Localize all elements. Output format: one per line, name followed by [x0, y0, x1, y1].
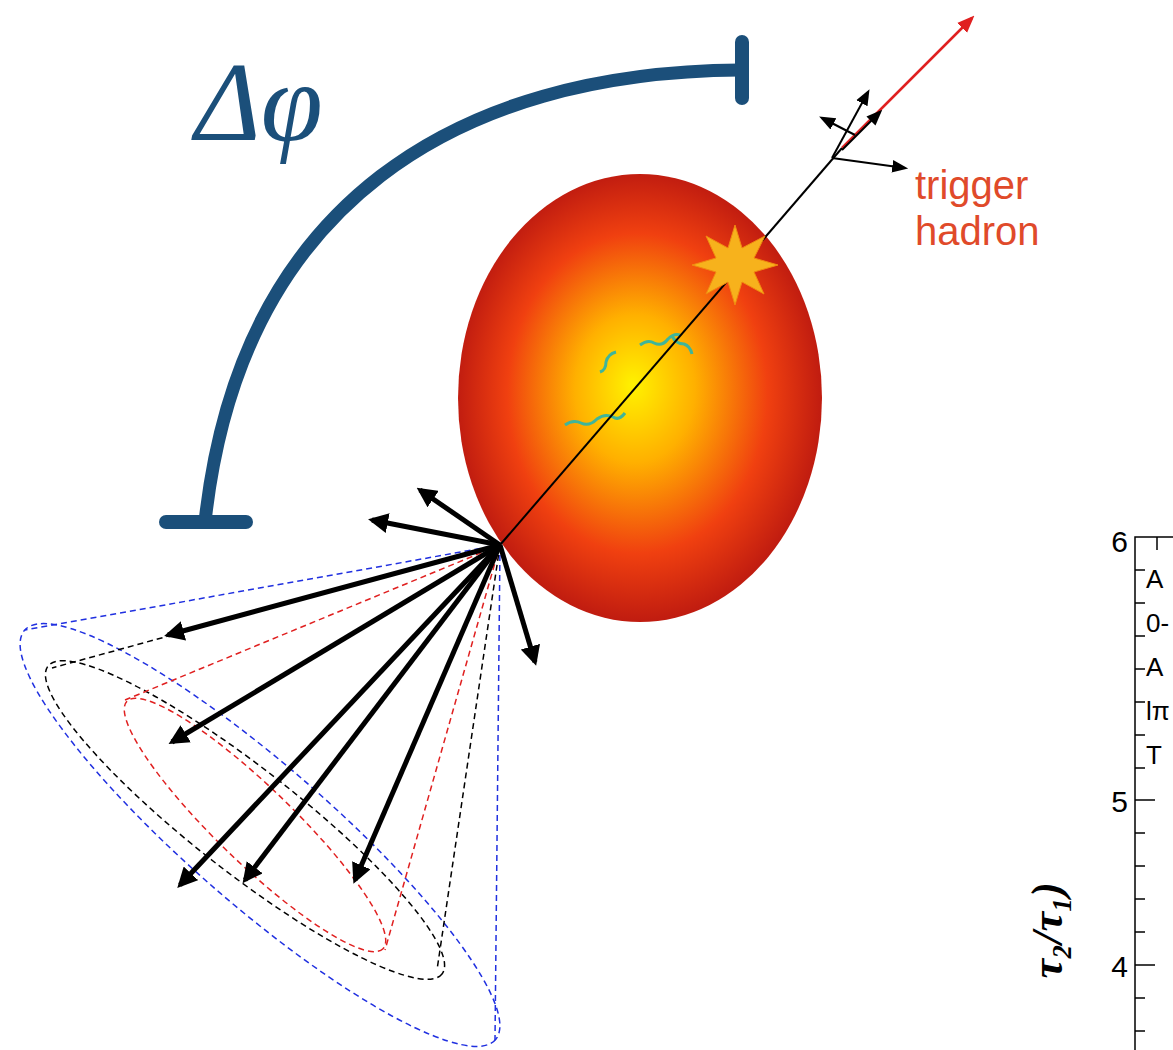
medium-fireball: [458, 174, 822, 622]
axis-tick-label: 6: [1111, 525, 1128, 560]
axis-tick-label: 4: [1111, 950, 1128, 985]
gluon-radiation: [565, 335, 692, 426]
recoil-jet-particles: [168, 490, 535, 885]
parton-line: [500, 148, 842, 545]
trigger-fragments: [822, 92, 905, 168]
delta-phi-label: Δφ: [195, 38, 323, 167]
hard-scattering-star: [692, 225, 778, 305]
legend-fragment: 0-: [1146, 609, 1169, 639]
axis-tick-label: 5: [1111, 785, 1128, 820]
legend-fragment: lπ: [1146, 697, 1170, 727]
trigger-arrow: [842, 18, 972, 148]
legend-fragment: A: [1146, 653, 1163, 683]
legend-fragment: T: [1146, 741, 1162, 771]
jet-cones: [0, 545, 541, 1050]
axis-title: τ₂/τ₁): [1023, 882, 1074, 979]
legend-fragment: A: [1146, 565, 1163, 595]
plot-frame: [1135, 537, 1173, 1050]
trigger-hadron-label: trigger hadron: [915, 162, 1115, 254]
